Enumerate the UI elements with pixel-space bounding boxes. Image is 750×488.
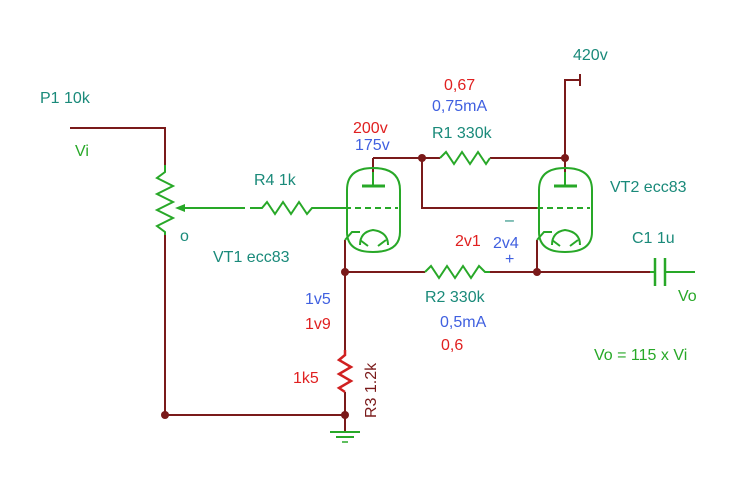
vt1-anode-voltage-blue: 175v	[355, 137, 390, 154]
p1-label: P1 10k	[40, 90, 91, 107]
r2-label: R2 330k	[425, 289, 486, 306]
output-vo-label: Vo	[678, 288, 697, 305]
resistor-r3	[336, 350, 354, 394]
r3-voltage-blue: 1v5	[305, 291, 331, 308]
r3-voltage-red: 1v9	[305, 316, 331, 333]
r3-label: R3 1.2k	[363, 362, 380, 418]
junction-dots	[161, 154, 569, 419]
input-vi-label: Vi	[75, 143, 89, 160]
supply-voltage-label: 420v	[573, 47, 608, 64]
r4-label: R4 1k	[254, 172, 297, 189]
vt2-label: VT2 ecc83	[610, 179, 687, 196]
r1-voltage-red: 0,67	[444, 77, 475, 94]
vt1-anode-voltage-red: 200v	[353, 120, 388, 137]
vt2-minus-sign: –	[505, 212, 514, 229]
tube-vt1	[344, 166, 401, 254]
capacitor-c1	[650, 258, 695, 286]
r2-voltage-red: 0,6	[441, 337, 463, 354]
resistor-r4	[250, 200, 345, 216]
vt2-bias-blue: 2v4	[493, 235, 519, 252]
r1-label: R1 330k	[432, 125, 493, 142]
gain-formula: Vo = 115 x Vi	[594, 347, 687, 364]
r1-current-blue: 0,75mA	[432, 98, 487, 115]
wiper-mark: o	[180, 228, 189, 245]
potentiometer-p1	[154, 165, 245, 235]
resistor-r1	[439, 150, 491, 166]
resistor-r2	[424, 264, 490, 280]
r2-current-blue: 0,5mA	[440, 314, 487, 331]
vt2-bias-red: 2v1	[455, 233, 481, 250]
vt1-label: VT1 ecc83	[213, 249, 290, 266]
tube-vt2	[536, 166, 593, 254]
c1-label: C1 1u	[632, 230, 675, 247]
ground-symbol	[330, 431, 360, 443]
r3-alt-value-red: 1k5	[293, 370, 319, 387]
vt2-plus-sign: +	[505, 251, 514, 268]
